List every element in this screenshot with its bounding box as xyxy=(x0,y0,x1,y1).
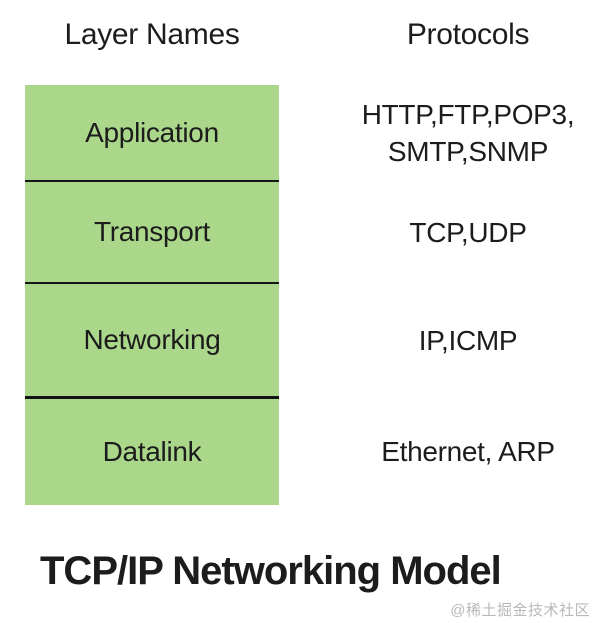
layer-networking-label: Networking xyxy=(83,324,221,355)
layer-stack: Application Transport Networking Datalin… xyxy=(25,85,279,505)
protocol-line: TCP,UDP xyxy=(409,216,527,248)
layer-networking: Networking xyxy=(25,284,279,399)
protocols-networking: IP,ICMP xyxy=(330,284,600,399)
protocol-line: IP,ICMP xyxy=(418,325,518,357)
layer-datalink-label: Datalink xyxy=(102,436,202,467)
layer-application-label: Application xyxy=(85,116,219,148)
protocols-application: HTTP,FTP,POP3, SMTP,SNMP xyxy=(330,85,600,182)
protocol-line: HTTP,FTP,POP3, xyxy=(361,98,575,130)
layer-transport-label: Transport xyxy=(93,216,211,247)
diagram-title: TCP/IP Networking Model xyxy=(40,549,502,593)
protocol-line: SMTP,SNMP xyxy=(387,135,549,167)
protocols-header: Protocols xyxy=(406,18,530,51)
protocols-column: HTTP,FTP,POP3, SMTP,SNMP TCP,UDP IP,ICMP… xyxy=(330,85,600,505)
layer-datalink: Datalink xyxy=(25,399,279,505)
protocols-datalink: Ethernet, ARP xyxy=(330,399,600,505)
protocol-line: Ethernet, ARP xyxy=(381,435,555,467)
watermark-text: @稀土掘金技术社区 xyxy=(450,602,590,619)
layer-transport: Transport xyxy=(25,182,279,284)
layer-application: Application xyxy=(25,85,279,182)
layer-names-header: Layer Names xyxy=(64,18,240,51)
protocols-transport: TCP,UDP xyxy=(330,182,600,284)
